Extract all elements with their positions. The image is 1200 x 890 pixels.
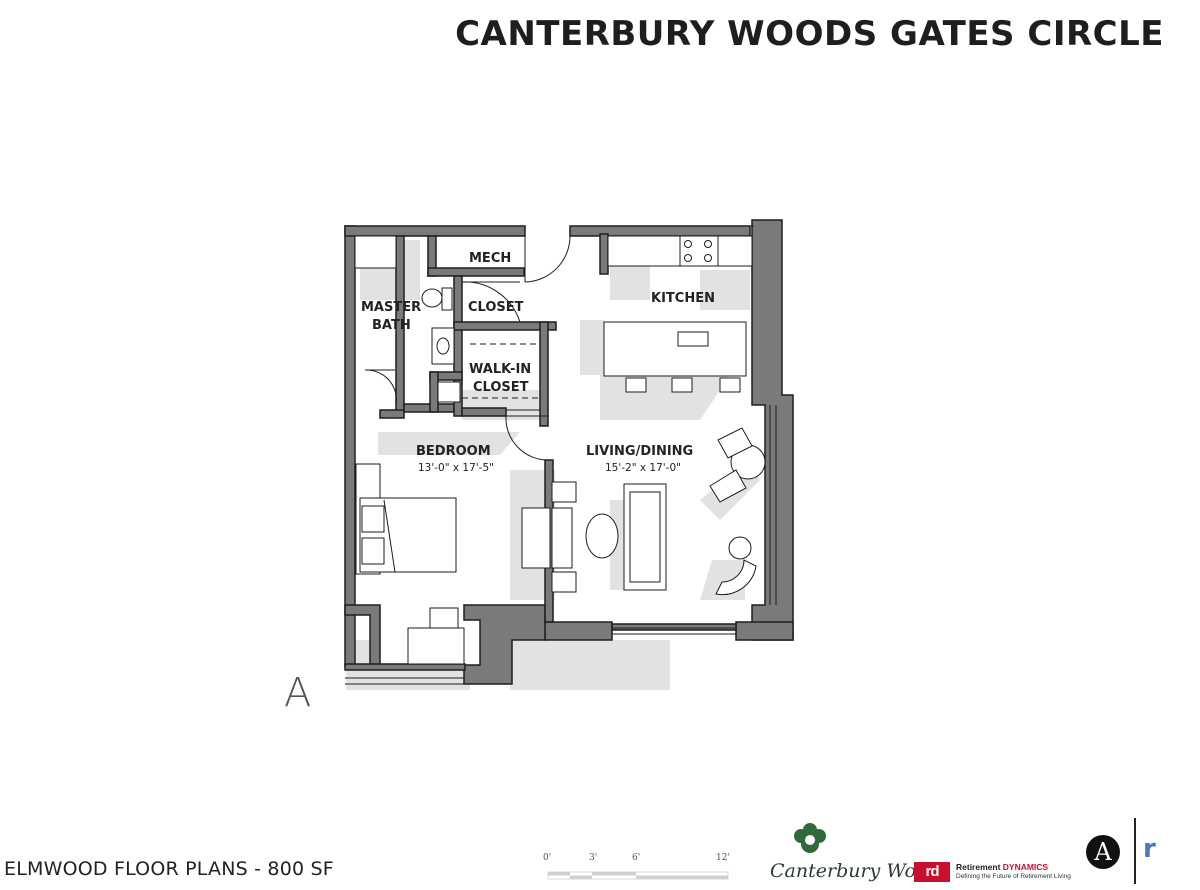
room-label-living: LIVING/DINING bbox=[586, 444, 693, 459]
logo-divider bbox=[1134, 818, 1136, 884]
rd-logo-mark: rd bbox=[914, 862, 950, 882]
canterbury-leaf-icon bbox=[794, 823, 826, 853]
room-dim-bedroom: 13'-0" x 17'-5" bbox=[418, 462, 494, 474]
scale-label-0: 0' bbox=[543, 853, 551, 863]
page-title: CANTERBURY WOODS GATES CIRCLE bbox=[455, 14, 1164, 54]
rd-company-name: Retirement DYNAMICS bbox=[956, 862, 1048, 872]
room-label-walkin-1: WALK-IN bbox=[469, 362, 531, 377]
kitchen-fixtures bbox=[603, 235, 753, 393]
r-logo: r bbox=[1143, 834, 1156, 864]
rd-name-part2: DYNAMICS bbox=[1002, 862, 1049, 872]
unit-letter: A bbox=[284, 670, 312, 716]
bath-fixtures bbox=[354, 235, 540, 403]
room-label-mech: MECH bbox=[469, 251, 511, 266]
room-label-closet: CLOSET bbox=[468, 300, 524, 315]
windows bbox=[345, 225, 777, 685]
room-label-bedroom: BEDROOM bbox=[416, 444, 491, 459]
rd-name-part1: Retirement bbox=[956, 862, 1003, 872]
scale-label-3: 3' bbox=[589, 853, 597, 863]
a-logo-badge: A bbox=[1086, 835, 1120, 869]
doors bbox=[364, 235, 571, 461]
rd-tagline: Defining the Future of Retirement Living bbox=[956, 873, 1071, 880]
room-label-kitchen: KITCHEN bbox=[651, 291, 715, 306]
living-furniture bbox=[521, 427, 766, 596]
scale-bar: 0' 3' 6' 12' bbox=[543, 853, 730, 880]
room-label-walkin-2: CLOSET bbox=[473, 380, 529, 395]
room-label-master-bath-1: MASTER bbox=[361, 300, 421, 315]
bedroom-furniture bbox=[355, 463, 465, 665]
scale-label-12: 12' bbox=[716, 853, 730, 863]
walls bbox=[344, 219, 794, 685]
room-dim-living: 15'-2" x 17'-0" bbox=[605, 462, 681, 474]
floor-plan-title: ELMWOOD FLOOR PLANS - 800 SF bbox=[4, 858, 334, 880]
scale-label-6: 6' bbox=[632, 853, 640, 863]
canterbury-woods-logo: Canterbury Woods bbox=[770, 860, 950, 882]
room-label-master-bath-2: BATH bbox=[372, 318, 411, 333]
